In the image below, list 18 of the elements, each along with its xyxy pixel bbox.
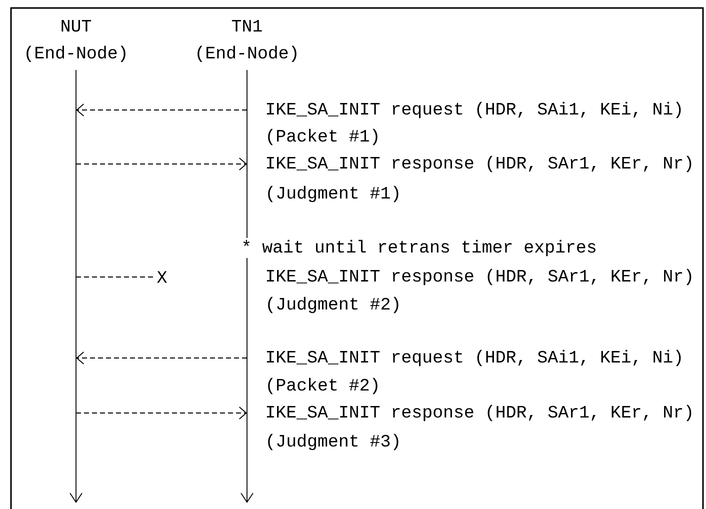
message-arrow <box>76 104 248 116</box>
actor-label: TN1 (End-Node) <box>198 20 296 62</box>
message-note: IKE_SA_INIT response (HDR, SAr1, KEr, Nr) <box>266 156 692 172</box>
message-note: IKE_SA_INIT response (HDR, SAr1, KEr, Nr) <box>266 404 692 422</box>
message-note: * wait until retrans timer expires <box>243 240 596 256</box>
message-arrow <box>76 406 247 420</box>
actor-label: NUT (End-Node) <box>26 20 126 62</box>
message-note: IKE_SA_INIT response (HDR, SAr1, KEr, Nr) <box>266 268 692 286</box>
message-note: (Judgment #3) <box>268 434 398 450</box>
message-note: (Judgment #2) <box>268 296 398 314</box>
message-arrow <box>76 352 248 364</box>
message-note: IKE_SA_INIT request (HDR, SAi1, KEi, Ni) <box>266 102 681 118</box>
message-arrow <box>76 158 247 170</box>
message-note: (Judgment #1) <box>268 186 398 202</box>
message-note: (Packet #2) <box>268 378 378 394</box>
lost-message-mark: X <box>157 271 167 283</box>
message-note: IKE_SA_INIT request (HDR, SAi1, KEi, Ni) <box>266 350 681 366</box>
message-note: (Packet #1) <box>268 128 378 146</box>
